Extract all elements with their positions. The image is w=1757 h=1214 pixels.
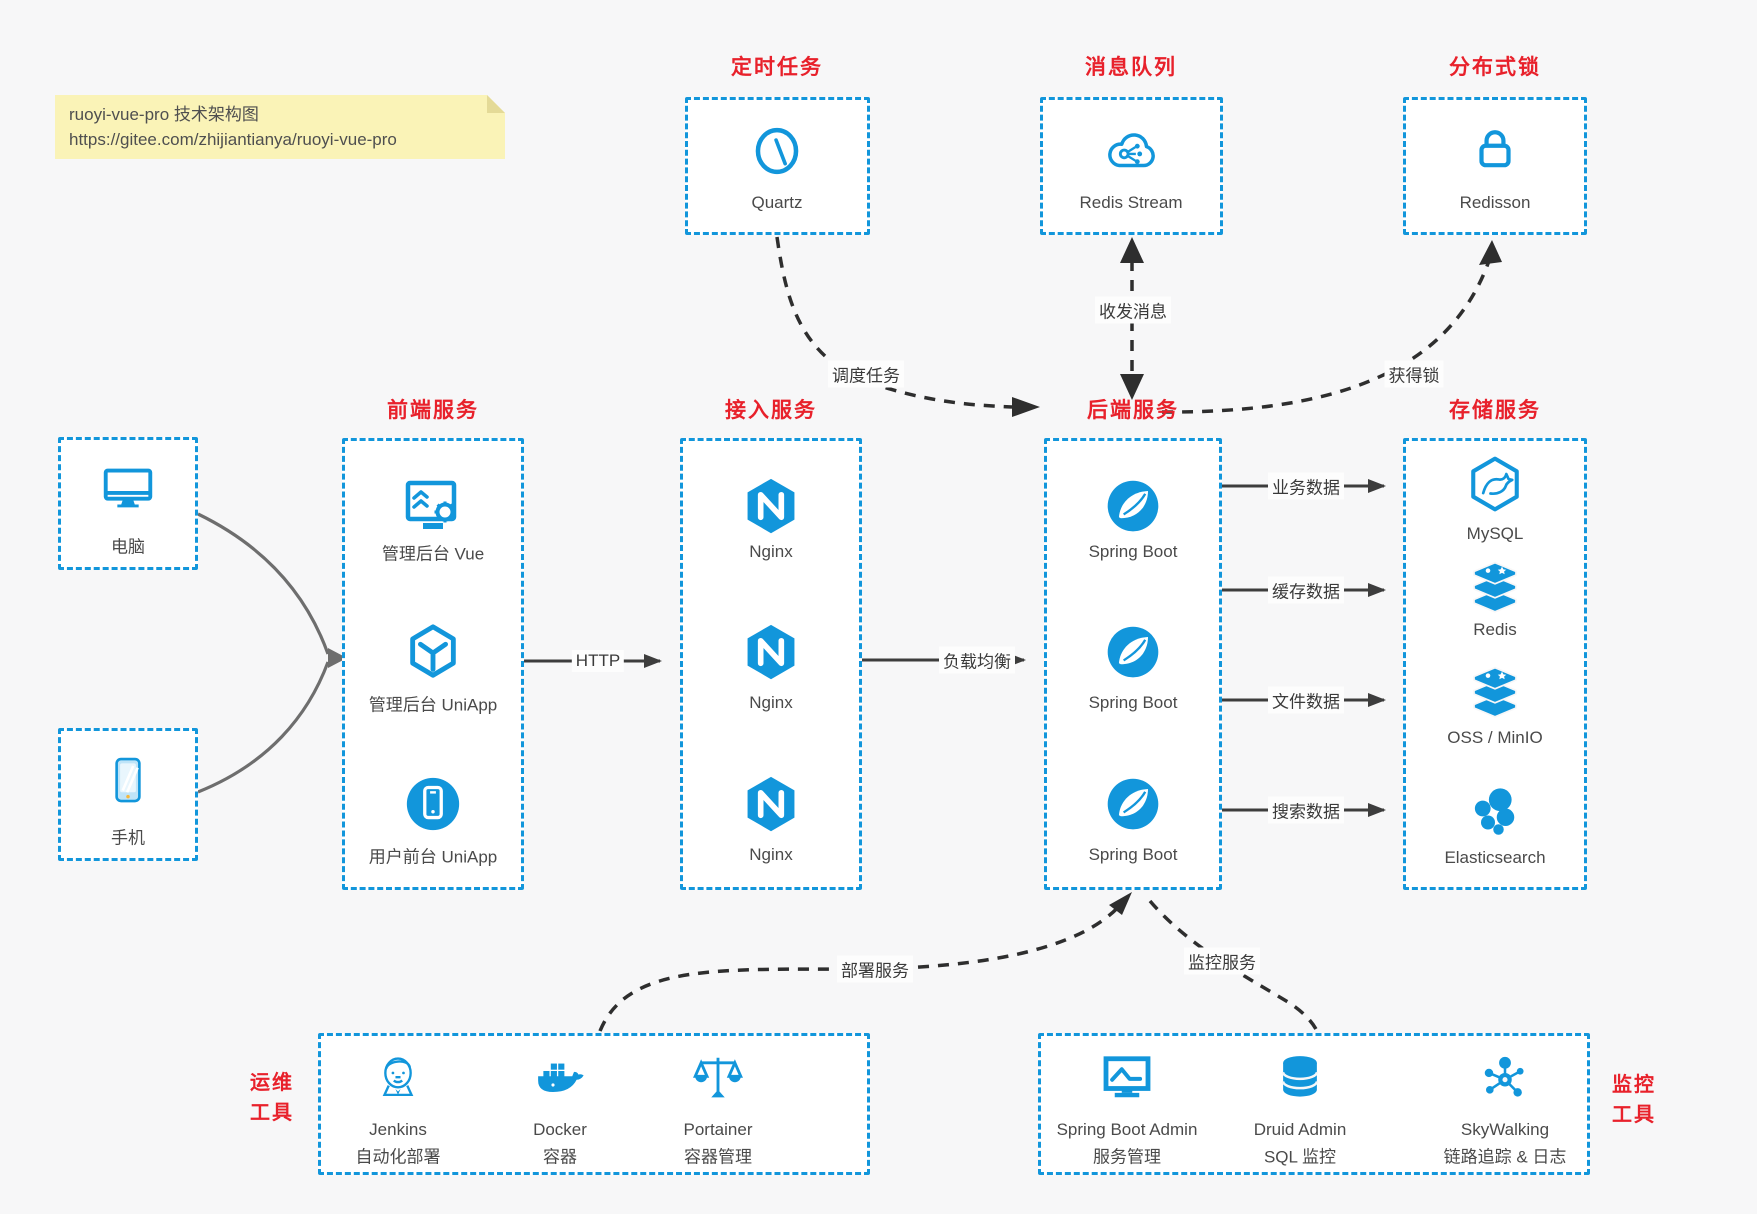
elasticsearch-icon — [1467, 784, 1523, 840]
uniapp-cube-icon — [402, 621, 464, 683]
oss-minio-label: OSS / MinIO — [1447, 728, 1543, 747]
spring-boot-icon — [1103, 622, 1163, 682]
topology-icon — [1478, 1051, 1532, 1105]
portainer-name: Portainer — [683, 1120, 753, 1139]
user-app-icon — [402, 773, 464, 835]
deploy-arrowhead — [1109, 892, 1132, 915]
monitor-edge-label: 监控服务 — [1184, 947, 1260, 975]
spring-boot-admin-name: Spring Boot Admin — [1056, 1120, 1198, 1139]
elasticsearch-label: Elasticsearch — [1444, 848, 1546, 867]
group-label-gateway: 接入服务 — [725, 399, 817, 422]
nginx-icon — [741, 774, 801, 834]
monitoring-tools-label-line2: 工具 — [1612, 1104, 1656, 1126]
cache-data-edge-label: 缓存数据 — [1268, 576, 1344, 604]
file-data-edge-label: 文件数据 — [1268, 686, 1344, 714]
message-edge-label: 收发消息 — [1095, 296, 1171, 324]
ops-tools-label-line2: 工具 — [250, 1102, 294, 1124]
jenkins-name: Jenkins — [369, 1120, 427, 1139]
jenkins-desc: 自动化部署 — [355, 1147, 441, 1167]
monitoring-tools-label-line1: 监控 — [1612, 1074, 1656, 1096]
nginx-icon — [741, 476, 801, 536]
spring-boot-label-1: Spring Boot — [1088, 542, 1178, 561]
sticky-note: ruoyi-vue-pro 技术架构图 https://gitee.com/zh… — [55, 95, 505, 159]
docker-desc: 容器 — [543, 1147, 577, 1167]
edge-desktop-to-frontend — [197, 512, 330, 655]
ops-tools-label: 运维 工具 — [250, 1068, 294, 1128]
skywalking-name: SkyWalking — [1460, 1120, 1550, 1139]
http-edge-label: HTTP — [571, 650, 625, 672]
edge-acquire-lock-curve — [1161, 257, 1492, 414]
schedule-task-arrowhead — [1012, 397, 1040, 417]
search-data-edge-label: 搜索数据 — [1268, 796, 1344, 824]
lock-icon — [1468, 123, 1522, 177]
docker-name: Docker — [533, 1120, 587, 1139]
mysql-icon — [1466, 455, 1524, 513]
group-label-distributed-lock: 分布式锁 — [1449, 56, 1541, 79]
business-data-edge-label: 业务数据 — [1268, 472, 1344, 500]
user-uniapp-label: 用户前台 UniApp — [368, 847, 498, 867]
phone-client-label: 手机 — [111, 828, 145, 848]
skywalking-desc: 链路追踪 & 日志 — [1443, 1147, 1567, 1167]
quartz-box — [685, 97, 870, 235]
admin-vue-icon — [401, 474, 465, 538]
note-title: ruoyi-vue-pro 技术架构图 — [69, 105, 259, 124]
spring-boot-label-3: Spring Boot — [1088, 845, 1178, 864]
group-label-backend: 后端服务 — [1087, 399, 1179, 422]
nginx-label-3: Nginx — [749, 845, 793, 864]
edge-monitor-curve — [1148, 899, 1319, 1032]
group-label-message-queue: 消息队列 — [1085, 56, 1177, 79]
spring-boot-icon — [1103, 476, 1163, 536]
druid-admin-desc: SQL 监控 — [1263, 1147, 1337, 1167]
acquire-lock-edge-label: 获得锁 — [1384, 360, 1444, 388]
smartphone-icon — [100, 752, 156, 808]
cloud-network-icon — [1100, 120, 1162, 182]
quartz-label: Quartz — [751, 193, 803, 212]
edge-phone-to-frontend — [197, 661, 330, 794]
portainer-scales-icon — [691, 1051, 745, 1105]
redis-label: Redis — [1473, 620, 1517, 639]
redis-icon — [1467, 561, 1523, 617]
admin-vue-label: 管理后台 Vue — [381, 544, 485, 564]
desktop-client-label: 电脑 — [111, 537, 145, 557]
clock-icon — [748, 122, 806, 180]
storage-box — [1403, 438, 1587, 890]
redis-stream-label: Redis Stream — [1079, 193, 1183, 212]
group-label-frontend: 前端服务 — [387, 399, 479, 422]
database-icon — [1273, 1051, 1327, 1105]
nginx-label-1: Nginx — [749, 542, 793, 561]
portainer-desc: 容器管理 — [684, 1147, 752, 1167]
message-arrowhead-down — [1120, 374, 1144, 400]
note-fold-corner — [487, 95, 505, 113]
admin-uniapp-label: 管理后台 UniApp — [368, 695, 498, 715]
group-label-scheduled-tasks: 定时任务 — [731, 56, 823, 79]
message-arrowhead-up — [1120, 237, 1144, 263]
docker-icon — [532, 1050, 588, 1106]
monitor-chart-icon — [1099, 1050, 1155, 1106]
desktop-icon — [97, 458, 159, 520]
acquire-lock-arrowhead — [1479, 240, 1502, 265]
spring-boot-admin-desc: 服务管理 — [1093, 1147, 1161, 1167]
mysql-label: MySQL — [1466, 524, 1524, 543]
group-label-storage: 存储服务 — [1449, 399, 1541, 422]
clients-arrowhead — [328, 648, 347, 668]
deploy-edge-label: 部署服务 — [837, 955, 913, 983]
redisson-label: Redisson — [1459, 193, 1531, 212]
object-storage-icon — [1467, 666, 1523, 722]
note-url: https://gitee.com/zhijiantianya/ruoyi-vu… — [69, 130, 397, 149]
nginx-icon — [741, 622, 801, 682]
load-balance-edge-label: 负载均衡 — [939, 646, 1015, 674]
spring-boot-label-2: Spring Boot — [1088, 693, 1178, 712]
ops-tools-label-line1: 运维 — [250, 1072, 294, 1094]
druid-admin-name: Druid Admin — [1253, 1120, 1347, 1139]
spring-boot-icon — [1103, 774, 1163, 834]
jenkins-icon — [371, 1051, 425, 1105]
ops-tools-box — [318, 1033, 870, 1175]
monitoring-tools-label: 监控 工具 — [1612, 1070, 1656, 1130]
schedule-task-edge-label: 调度任务 — [828, 360, 904, 388]
nginx-label-2: Nginx — [749, 693, 793, 712]
